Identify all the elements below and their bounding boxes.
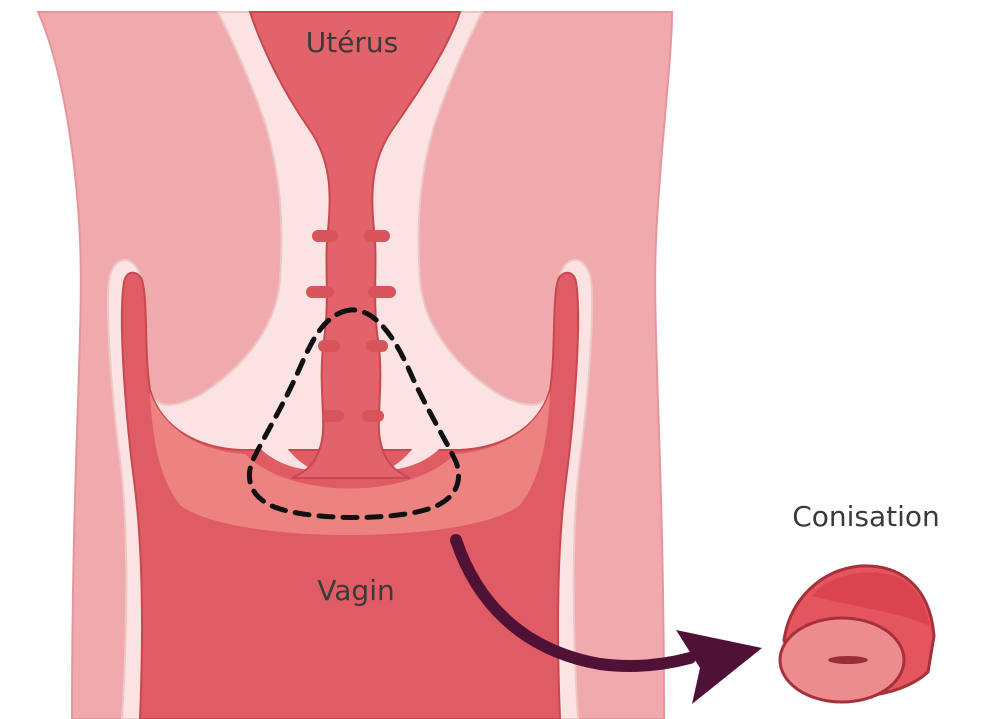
conisation-label: Conisation	[792, 500, 940, 533]
cone-canal	[828, 656, 868, 664]
arrow-head-icon	[676, 630, 762, 704]
uterus-label: Utérus	[306, 26, 399, 59]
excised-cone	[780, 566, 934, 702]
vagina-label: Vagin	[317, 574, 394, 607]
